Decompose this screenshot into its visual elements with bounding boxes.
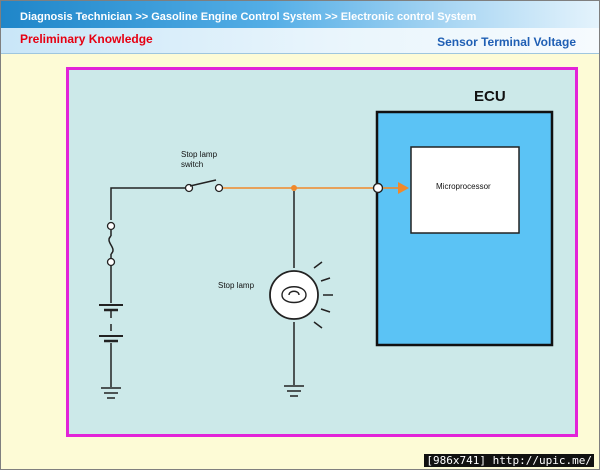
microprocessor-label: Microprocessor [436, 182, 491, 191]
stop-lamp-label: Stop lamp [218, 281, 255, 290]
ecu-label: ECU [474, 88, 506, 105]
fuse-terminal-top [106, 221, 116, 231]
battery-icon [99, 304, 123, 343]
signal-arrow-icon [398, 182, 409, 194]
switch-label-line1: Stop lamp [181, 150, 218, 159]
image-watermark: [986x741] http://upic.me/ [424, 454, 594, 467]
title-bar [1, 1, 599, 28]
breadcrumb: Diagnosis Technician >> Gasoline Engine … [20, 11, 477, 23]
ground-icon-lamp [284, 385, 304, 397]
microprocessor-box [410, 146, 520, 234]
junction-dot [291, 185, 297, 191]
fuse-terminal-bottom [106, 257, 116, 267]
stop-lamp-switch-icon [189, 179, 217, 187]
page-topic: Sensor Terminal Voltage [437, 35, 576, 49]
supply-wire [108, 187, 186, 387]
section-title: Preliminary Knowledge [20, 32, 153, 46]
ecu-input-terminal [372, 182, 384, 194]
switch-label-line2: switch [181, 160, 203, 169]
switch-terminal-right [214, 183, 224, 193]
ground-icon-battery [101, 387, 121, 399]
stop-lamp-icon [269, 261, 333, 329]
